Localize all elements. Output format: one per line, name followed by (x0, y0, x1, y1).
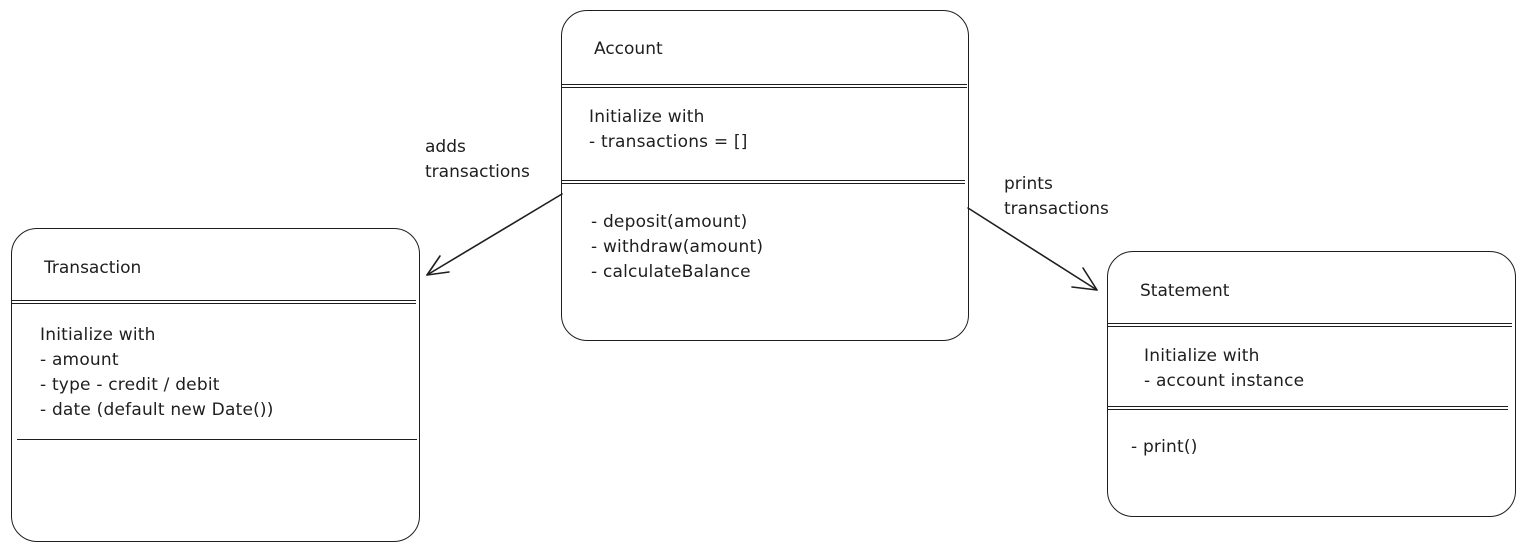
transaction-title-divider (12, 300, 416, 304)
statement-method-0: - print() (1131, 437, 1198, 457)
account-method-2: - calculateBalance (591, 262, 751, 282)
account-method-0: - deposit(amount) (591, 212, 748, 232)
transaction-attr-0: Initialize with (40, 325, 156, 345)
transaction-attr-3: - date (default new Date()) (40, 400, 274, 420)
arrowhead-statement (1071, 267, 1098, 291)
edge-label-adds-line-2: transactions (425, 162, 530, 182)
edge-label-prints-line-1: prints (1004, 174, 1053, 194)
account-class-box[interactable] (561, 10, 969, 341)
account-attr-0: Initialize with (589, 107, 705, 127)
account-attr-1: - transactions = [] (589, 132, 748, 152)
statement-attr-1: - account instance (1144, 371, 1305, 391)
statement-class-box[interactable] (1107, 251, 1516, 517)
transaction-class-title: Transaction (44, 258, 142, 278)
account-class-title: Account (594, 39, 663, 59)
account-title-divider (562, 84, 967, 88)
edge-account-to-transaction (426, 193, 563, 276)
transaction-attributes-divider (17, 439, 417, 440)
edge-account-to-statement (967, 207, 1098, 291)
transaction-class-box[interactable] (11, 228, 420, 542)
account-attributes-divider (562, 180, 965, 184)
edge-label-prints-line-2: transactions (1004, 199, 1109, 219)
arrowhead-transaction (426, 255, 450, 276)
edge-label-adds-line-1: adds (425, 137, 466, 157)
statement-title-divider (1108, 323, 1512, 327)
statement-class-title: Statement (1140, 281, 1230, 301)
transaction-attr-1: - amount (40, 350, 119, 370)
statement-attributes-divider (1108, 406, 1508, 410)
statement-attr-0: Initialize with (1144, 346, 1260, 366)
transaction-attr-2: - type - credit / debit (40, 375, 220, 395)
account-method-1: - withdraw(amount) (591, 237, 764, 257)
